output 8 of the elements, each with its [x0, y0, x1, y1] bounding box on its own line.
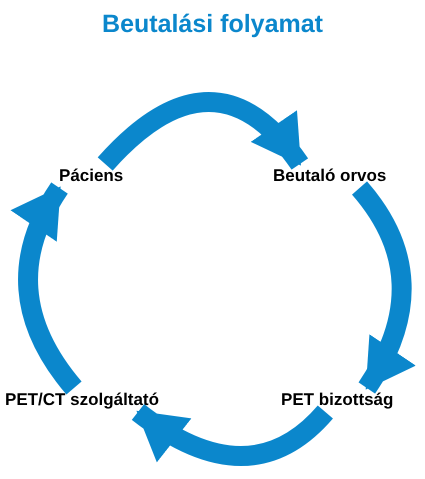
- curved-arrow: [98, 92, 308, 171]
- step-label: PET/CT szolgáltató: [2, 388, 162, 412]
- title: Beutalási folyamat: [102, 10, 323, 39]
- step-label: Beutaló orvos: [270, 164, 390, 188]
- step-label: Páciens: [56, 164, 126, 188]
- curved-arrow: [352, 182, 415, 394]
- step-label: PET bizottság: [278, 388, 396, 412]
- curved-arrow: [11, 182, 82, 394]
